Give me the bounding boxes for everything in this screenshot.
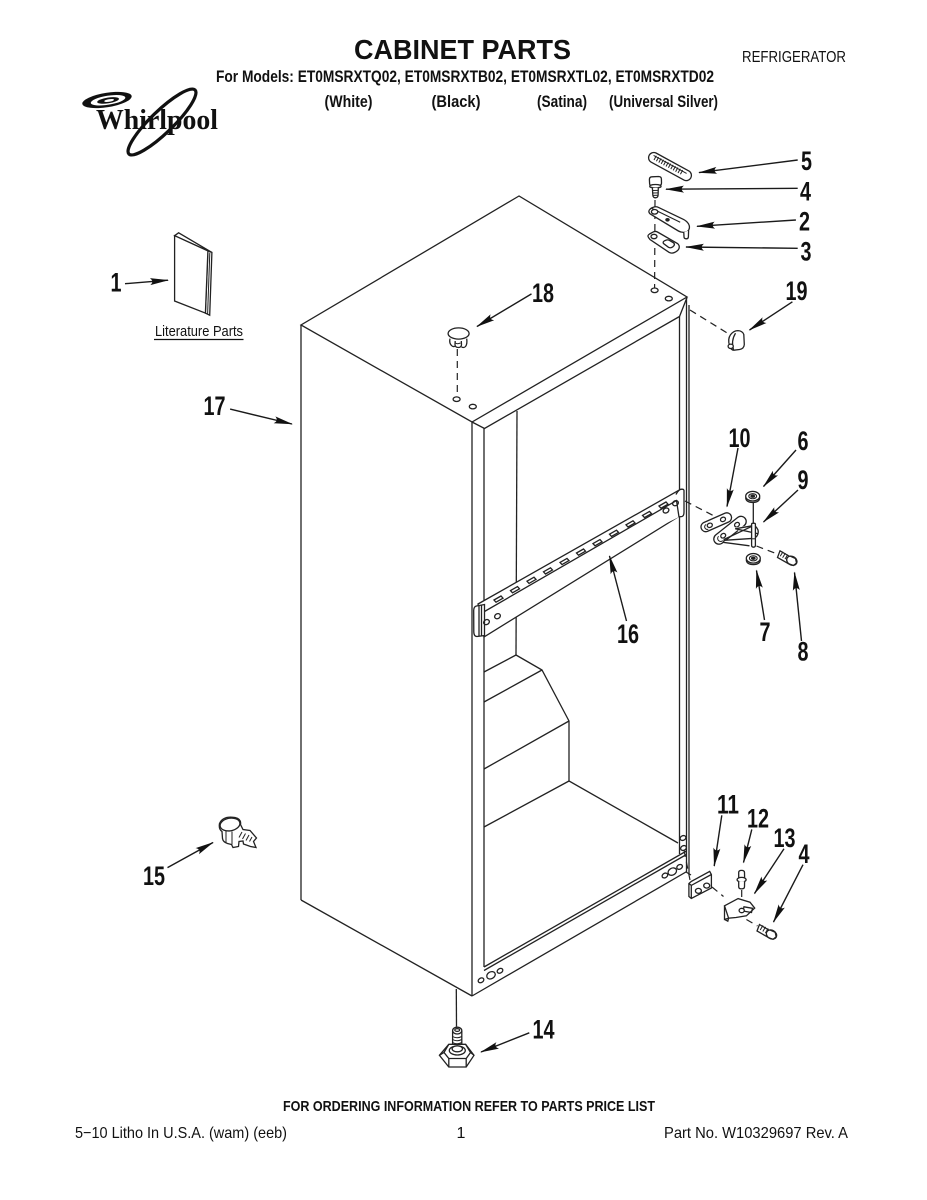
svg-text:Part No. W10329697 Rev. A: Part No. W10329697 Rev. A — [664, 1125, 848, 1142]
svg-text:1: 1 — [457, 1125, 466, 1142]
svg-text:15: 15 — [143, 861, 165, 891]
svg-text:Literature Parts: Literature Parts — [155, 324, 243, 340]
svg-text:For Models: ET0MSRXTQ02, ET0MS: For Models: ET0MSRXTQ02, ET0MSRXTB02, ET… — [216, 67, 714, 86]
svg-text:8: 8 — [798, 637, 809, 667]
svg-text:(Black): (Black) — [432, 92, 481, 111]
svg-text:3: 3 — [801, 237, 812, 267]
svg-text:13: 13 — [774, 823, 796, 853]
svg-text:17: 17 — [204, 391, 226, 421]
svg-text:FOR ORDERING INFORMATION REFER: FOR ORDERING INFORMATION REFER TO PARTS … — [283, 1098, 655, 1115]
svg-text:11: 11 — [717, 790, 739, 820]
svg-text:19: 19 — [786, 276, 808, 306]
svg-text:4: 4 — [799, 839, 810, 869]
svg-text:16: 16 — [617, 619, 639, 649]
svg-text:Whirlpool: Whirlpool — [96, 105, 218, 136]
svg-text:(Universal Silver): (Universal Silver) — [609, 92, 718, 111]
svg-text:(White): (White) — [325, 92, 373, 111]
svg-text:14: 14 — [533, 1015, 555, 1045]
svg-text:5−10 Litho In U.S.A. (wam) (ee: 5−10 Litho In U.S.A. (wam) (eeb) — [75, 1125, 287, 1142]
svg-text:CABINET PARTS: CABINET PARTS — [354, 34, 571, 65]
svg-text:12: 12 — [747, 804, 769, 834]
svg-text:18: 18 — [532, 278, 554, 308]
svg-text:5: 5 — [801, 146, 812, 176]
svg-text:10: 10 — [729, 423, 751, 453]
svg-text:4: 4 — [800, 177, 811, 207]
svg-text:9: 9 — [798, 465, 809, 495]
svg-text:(Satina): (Satina) — [537, 92, 587, 111]
svg-text:1: 1 — [111, 268, 122, 298]
svg-text:6: 6 — [798, 426, 809, 456]
svg-text:7: 7 — [760, 617, 771, 647]
svg-text:2: 2 — [799, 207, 810, 237]
svg-text:REFRIGERATOR: REFRIGERATOR — [742, 49, 846, 66]
